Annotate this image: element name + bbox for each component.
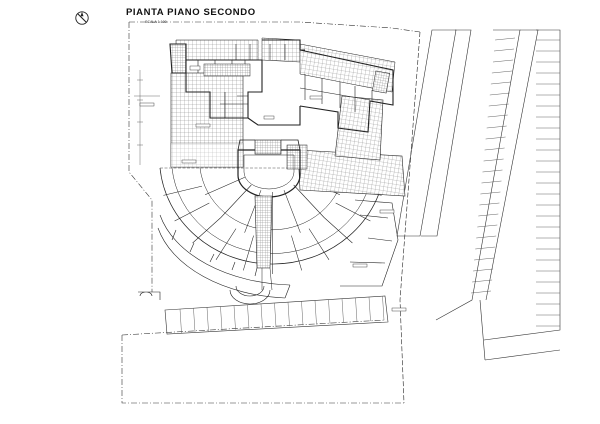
parking-stall-right [492,59,514,63]
parking-stall [179,308,182,334]
parking-stall-right [472,279,493,283]
parking-stall [328,299,331,324]
parking-stall-right [478,213,499,217]
entrance-arcs [138,285,271,305]
parking-stall [220,306,223,331]
fan-spoke [243,235,254,271]
drawing-title: PIANTA PIANO SECONDO [126,7,256,18]
parking-stall-right [490,81,511,85]
parking-stall-right [470,290,492,294]
parking-stall [314,300,317,325]
parking-stall-right [489,92,510,96]
parking-stall [301,301,304,326]
north-arrow-icon [75,11,89,25]
parking-stall-right [481,180,502,184]
parking-stall-right [487,114,508,118]
fan-spoke [163,185,203,196]
stairs [203,63,390,170]
parking-stall [233,305,236,330]
dimension-marks [134,70,160,165]
parking-stall-right [486,125,507,129]
building-outline [169,39,394,133]
top-tiles [175,39,259,61]
parking-stall [382,296,385,321]
parking-stall-right [474,257,495,261]
fan-spoke [291,235,302,271]
bottom-parking [164,295,389,335]
parking-stall [287,302,290,327]
parking-stall [355,297,358,322]
parking-stall-right [495,37,516,41]
parking-stall-right [476,235,497,239]
parking-stall-right [477,224,498,228]
label-tags [139,65,407,312]
parking-stall-right [475,246,496,250]
walkway [254,195,273,269]
fan-spoke [192,217,222,244]
curved-wing [157,214,291,299]
site-boundary [121,21,421,404]
parking-stall [260,303,263,328]
parking-stall [368,296,371,322]
parking-stall-right [493,48,515,52]
fan-spoke [323,217,353,244]
parking-stall [274,302,277,328]
parking-stall-right [491,70,512,74]
fan-spoke [335,202,371,222]
fan-spoke [174,202,210,222]
parking-stall [247,304,250,329]
parking-stall [341,298,344,323]
parking-stall-right [480,191,501,195]
parking-stall-right [485,136,506,140]
fan-inner-spoke [293,184,325,218]
parking-stall-right [482,169,503,173]
fan-spoke [308,228,330,260]
parking-stall [206,307,209,332]
property-line [399,31,421,404]
right-road [396,29,561,361]
parking-stall-right [484,147,505,151]
ramp-right [340,199,399,287]
parking-stall-right [473,268,494,272]
right-parking [470,37,560,327]
parking-stall [193,308,196,333]
fan-spoke [215,228,237,260]
parking-stall-right [479,202,500,206]
parking-stall-right [488,103,509,107]
parking-stall-right [483,158,504,162]
fan-inner-spoke [283,190,301,233]
